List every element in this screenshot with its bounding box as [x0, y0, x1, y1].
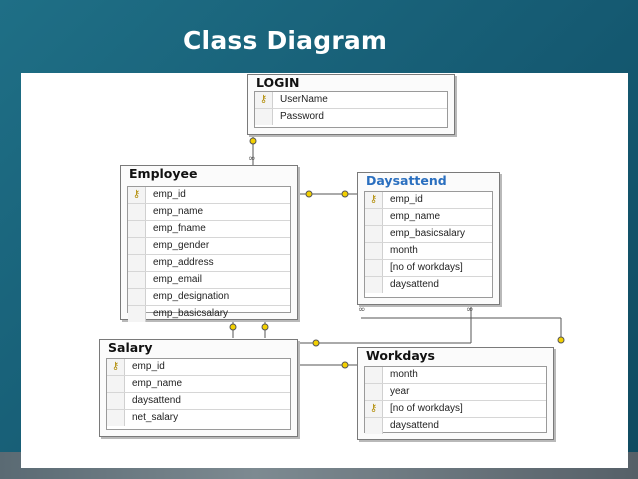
table-login-title: LOGIN — [256, 75, 300, 90]
primary-key-icon: ⚷ — [132, 189, 141, 200]
table-salary[interactable]: Salary ⚷emp_id emp_name daysattend net_s… — [99, 339, 298, 437]
table-row[interactable]: ⚷emp_id — [107, 359, 290, 376]
table-workdays-title: Workdays — [366, 348, 435, 363]
table-row[interactable]: Password — [255, 109, 447, 125]
primary-key-icon: ⚷ — [369, 194, 378, 205]
table-row[interactable]: daysattend — [107, 393, 290, 410]
table-row[interactable]: daysattend — [365, 418, 546, 434]
table-row[interactable]: emp_fname — [128, 221, 290, 238]
table-workdays[interactable]: Workdays month year ⚷[no of workdays] da… — [357, 347, 554, 440]
table-daysattend[interactable]: Daysattend ⚷emp_id emp_name emp_basicsal… — [357, 172, 500, 305]
table-salary-title: Salary — [108, 340, 153, 355]
slide-title: Class Diagram — [183, 26, 388, 55]
table-row[interactable]: year — [365, 384, 546, 401]
table-row[interactable]: emp_basicsalary — [128, 306, 290, 322]
primary-key-icon: ⚷ — [259, 94, 268, 105]
table-row[interactable]: ⚷emp_id — [365, 192, 492, 209]
table-row[interactable]: month — [365, 367, 546, 384]
table-row[interactable]: emp_name — [128, 204, 290, 221]
table-row[interactable]: emp_address — [128, 255, 290, 272]
svg-text:∞: ∞ — [466, 305, 474, 315]
table-employee[interactable]: Employee ⚷emp_id emp_name emp_fname emp_… — [120, 165, 298, 322]
table-row[interactable]: emp_designation — [128, 289, 290, 306]
table-row[interactable]: emp_name — [107, 376, 290, 393]
table-row[interactable]: emp_basicsalary — [365, 226, 492, 243]
table-row[interactable]: ⚷ UserName — [255, 92, 447, 109]
table-daysattend-title: Daysattend — [366, 173, 447, 188]
table-row[interactable]: month — [365, 243, 492, 260]
table-row[interactable]: emp_name — [365, 209, 492, 226]
table-employee-title: Employee — [129, 166, 198, 181]
diagram-canvas: ∞ ∞ ∞ LOGIN ⚷ UserName — [21, 73, 628, 468]
table-row[interactable]: daysattend — [365, 277, 492, 293]
table-row[interactable]: net_salary — [107, 410, 290, 426]
table-row[interactable]: [no of workdays] — [365, 260, 492, 277]
table-row[interactable]: ⚷[no of workdays] — [365, 401, 546, 418]
primary-key-icon: ⚷ — [369, 403, 378, 414]
table-row[interactable]: emp_gender — [128, 238, 290, 255]
svg-text:∞: ∞ — [248, 154, 256, 164]
table-row[interactable]: emp_email — [128, 272, 290, 289]
table-login[interactable]: LOGIN ⚷ UserName Password — [247, 74, 455, 135]
primary-key-icon: ⚷ — [111, 361, 120, 372]
table-row[interactable]: ⚷emp_id — [128, 187, 290, 204]
relationship-lines: ∞ ∞ ∞ — [229, 135, 565, 369]
svg-text:∞: ∞ — [358, 305, 366, 315]
